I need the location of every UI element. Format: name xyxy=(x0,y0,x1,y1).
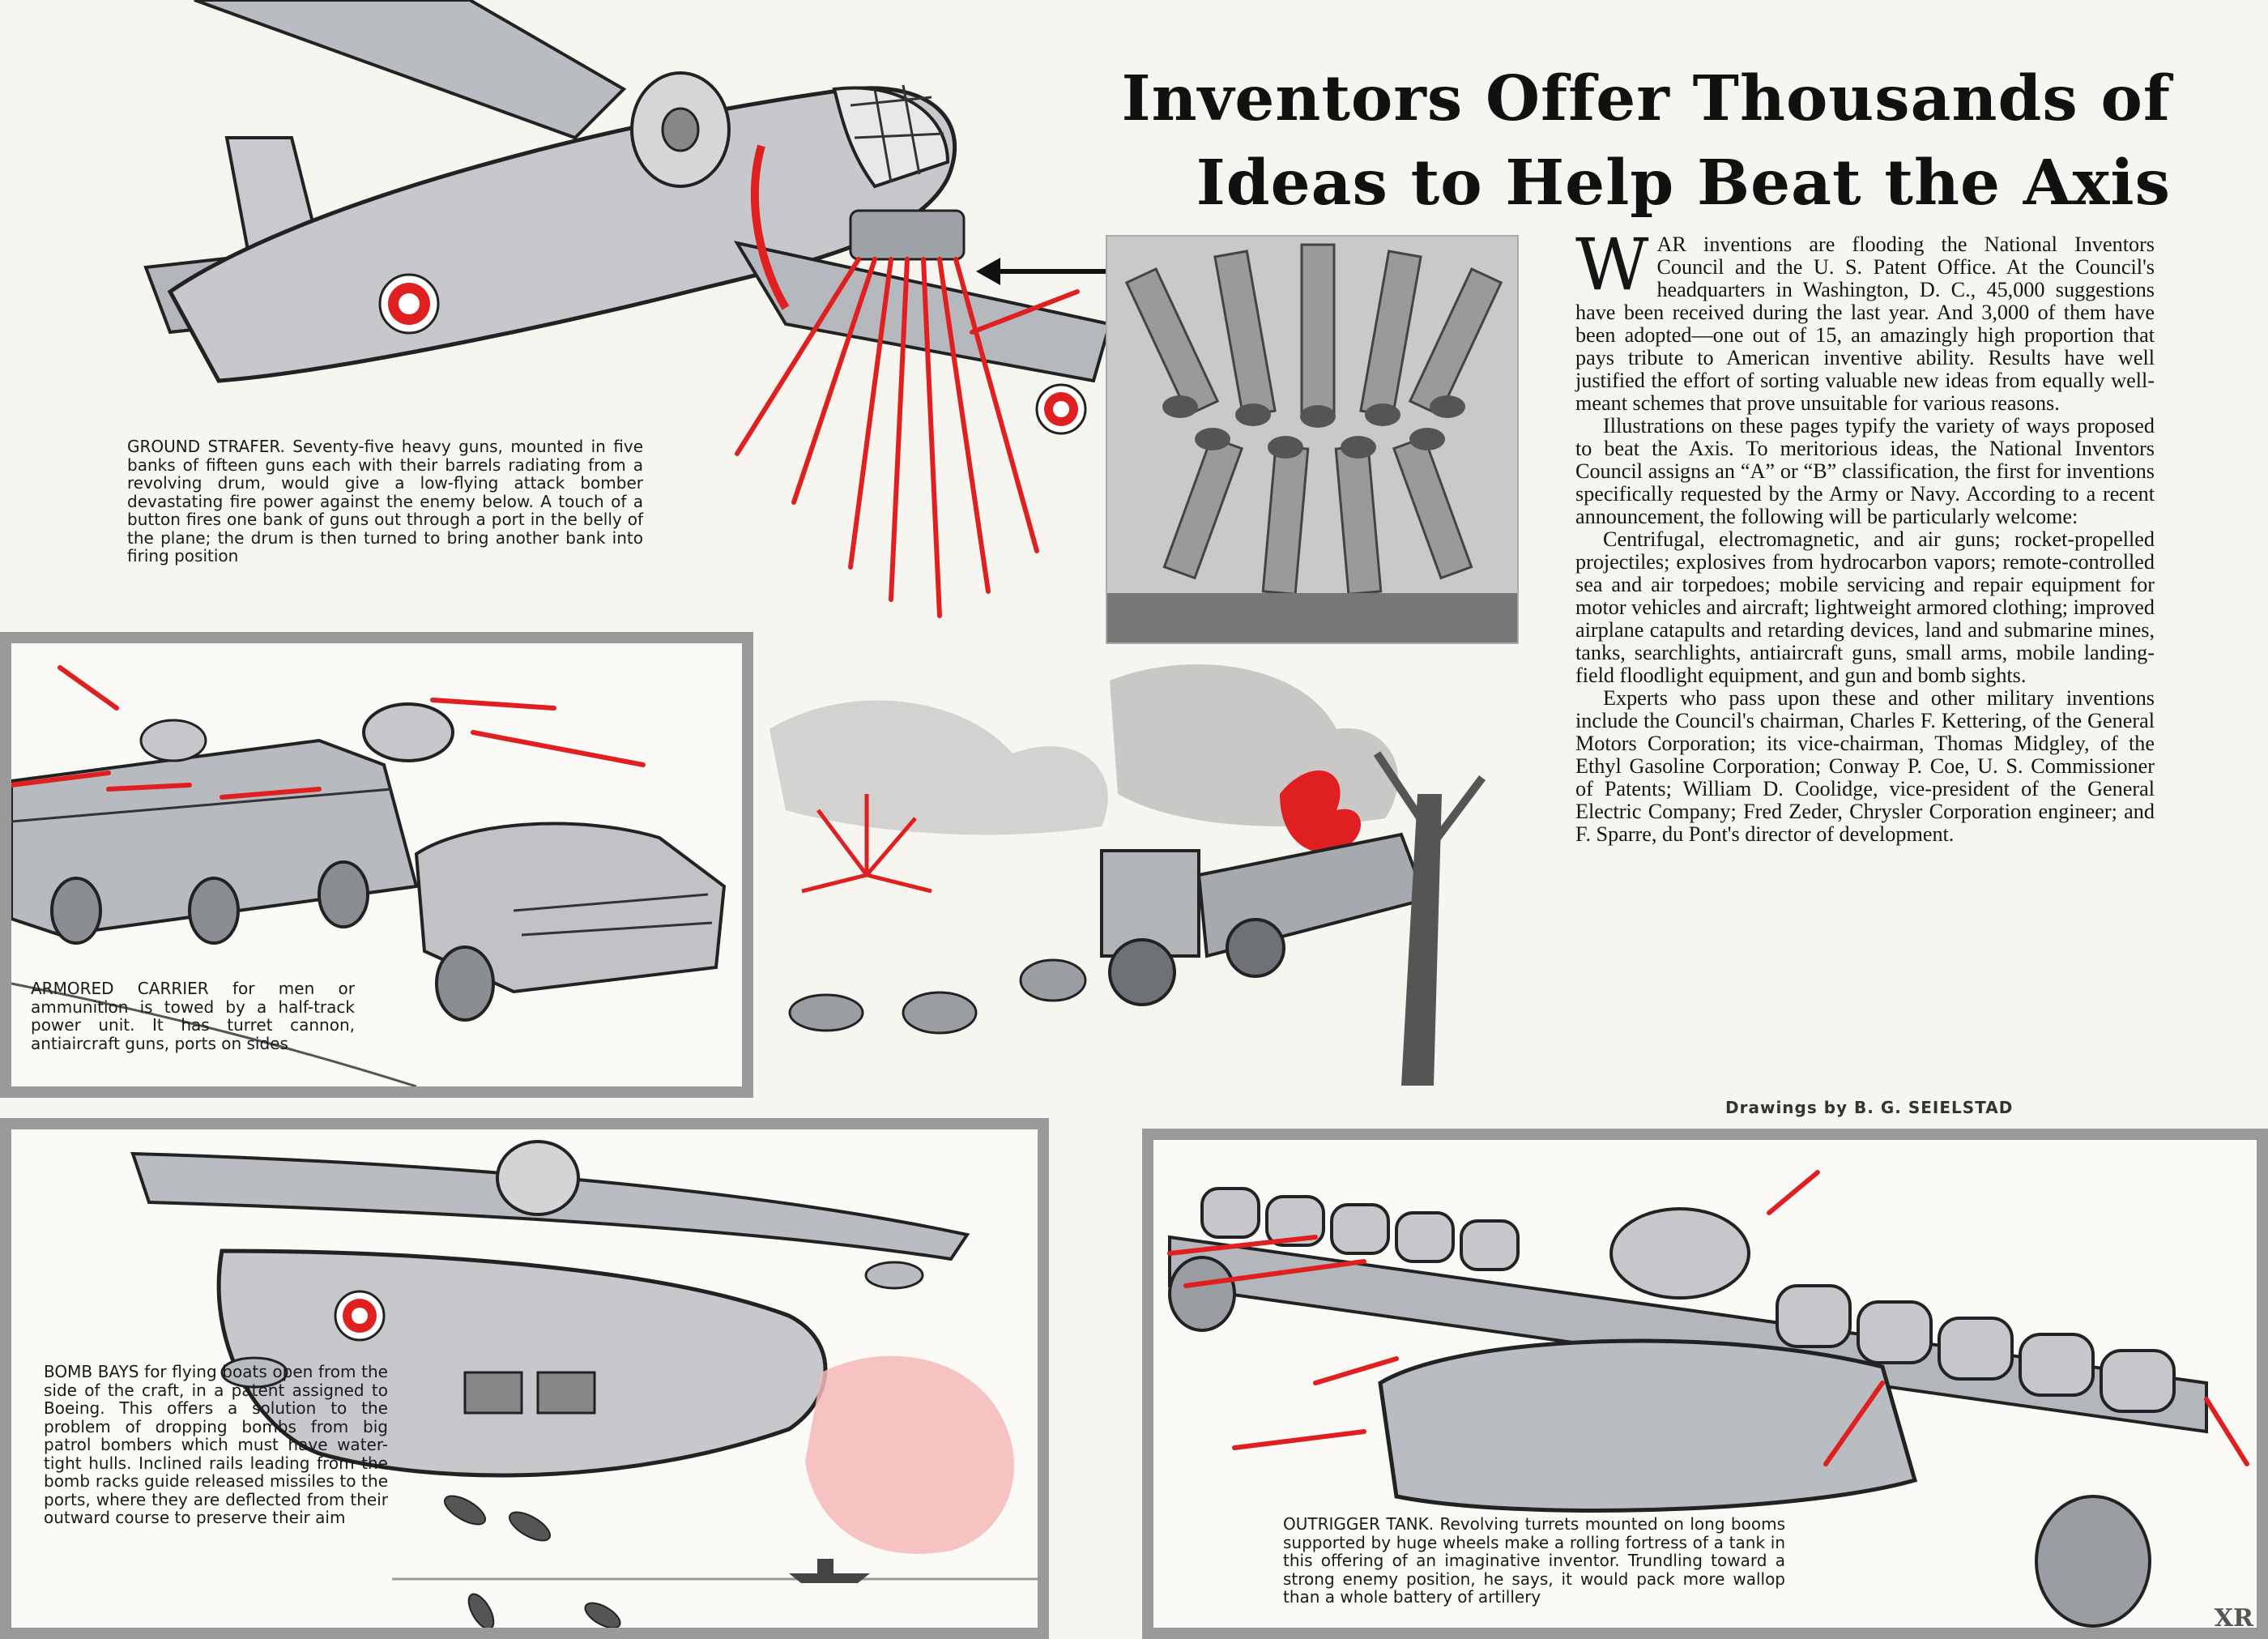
drop-cap: W xyxy=(1575,223,1649,306)
bomb-bays-panel: BOMB BAYS for flying boats open from the… xyxy=(0,1118,1049,1639)
armored-carrier-panel: ARMORED CARRIER for men or ammunition is… xyxy=(0,632,753,1098)
flying-boat-icon xyxy=(130,1140,1038,1630)
outrigger-tank-panel: OUTRIGGER TANK. Revolving turrets mounte… xyxy=(1142,1129,2268,1639)
gun-drum-icon xyxy=(1107,237,1517,642)
article-paragraph-4: Experts who pass upon these and other mi… xyxy=(1575,686,2155,846)
corner-mark: XR xyxy=(2214,1604,2253,1633)
caption-outrigger-tank: OUTRIGGER TANK. Revolving turrets mounte… xyxy=(1283,1514,1785,1607)
outrigger-tank-icon xyxy=(1167,1170,2249,1628)
caption-armored-carrier: ARMORED CARRIER for men or ammunition is… xyxy=(31,979,355,1053)
armored-carrier-icon xyxy=(9,665,727,1088)
illustration-credit: Drawings by B. G. SEIELSTAD xyxy=(1725,1098,2014,1117)
ground-strafer-illustration xyxy=(143,0,1112,618)
battlefield-scene xyxy=(770,664,1486,1086)
page-title: Inventors Offer Thousands of Ideas to He… xyxy=(1110,57,2171,225)
article-paragraph-2: Illustrations on these pages typify the … xyxy=(1575,414,2155,528)
caption-ground-strafer: GROUND STRAFER. Seventy-five heavy guns,… xyxy=(127,437,643,566)
article-paragraph-3: Centrifugal, electromagnetic, and air gu… xyxy=(1575,527,2155,687)
caption-bomb-bays: BOMB BAYS for flying boats open from the… xyxy=(44,1362,388,1527)
gun-drum-photo xyxy=(1106,235,1519,644)
title-line-1: Inventors Offer Thousands of xyxy=(1121,62,2171,135)
title-line-2: Ideas to Help Beat the Axis xyxy=(1196,147,2171,220)
